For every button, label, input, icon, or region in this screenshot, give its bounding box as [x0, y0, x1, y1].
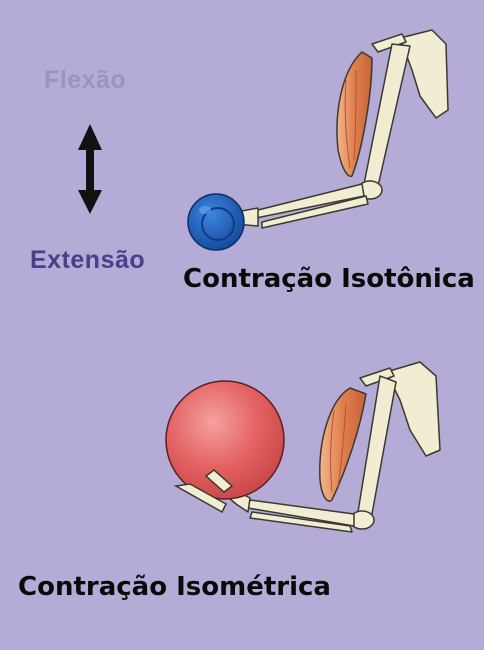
blue-ball-icon	[187, 193, 245, 251]
extension-label: Extensão	[30, 246, 146, 274]
red-ball-icon	[165, 380, 285, 500]
flexion-label: Flexão	[44, 66, 127, 94]
arm-skeleton-icon	[223, 29, 449, 233]
arm-skeleton-icon	[199, 361, 441, 533]
isometric-title: Contração Isométrica	[18, 572, 331, 602]
hand-grip-icon	[173, 469, 234, 514]
double-vertical-arrow-icon	[78, 124, 102, 214]
isotonic-title: Contração Isotônica	[183, 264, 475, 294]
